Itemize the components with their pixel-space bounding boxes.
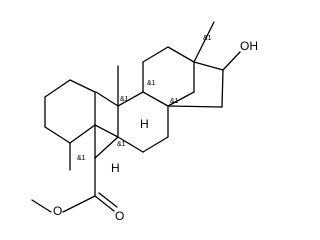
bond	[167, 91, 195, 107]
bond	[193, 61, 224, 71]
stereo-label: &1	[77, 155, 86, 162]
bond	[69, 79, 96, 93]
bond	[98, 192, 118, 208]
stereo-label: &1	[170, 98, 179, 105]
bond	[142, 91, 169, 107]
bond	[117, 136, 144, 153]
stereo-label: &1	[203, 35, 212, 42]
bond	[31, 199, 52, 213]
bond	[94, 124, 119, 138]
bond	[44, 126, 71, 144]
stereo-label: &1	[117, 141, 126, 148]
atom-labels: OH H H O O	[53, 39, 258, 223]
oxygen-label: O	[53, 204, 62, 218]
stereo-labels: &1 &1 &1 &1 &1 &1	[77, 35, 212, 162]
bond	[94, 136, 119, 159]
structure-diagram: &1 &1 &1 &1 &1 &1 OH H H O O	[31, 21, 258, 223]
stereo-label: &1	[120, 96, 129, 103]
hydrogen-label: H	[111, 161, 120, 175]
bond	[167, 46, 195, 63]
bond	[222, 51, 241, 71]
bond	[95, 91, 119, 107]
bond	[117, 91, 144, 107]
bond	[44, 79, 71, 98]
bond	[193, 21, 215, 63]
bond-skeleton	[31, 21, 241, 213]
molecule-drawing: &1 &1 &1 &1 &1 &1 OH H H O O	[31, 21, 258, 223]
bond	[69, 124, 96, 144]
bond	[142, 46, 169, 63]
bond	[221, 69, 224, 108]
hydroxyl-label: OH	[240, 39, 258, 53]
stereo-label: &1	[147, 80, 156, 87]
oxygen-label: O	[115, 209, 124, 223]
bond	[142, 136, 169, 153]
hydrogen-label: H	[140, 117, 149, 131]
bond	[62, 195, 96, 213]
bond	[167, 105, 223, 108]
bond	[94, 195, 115, 212]
